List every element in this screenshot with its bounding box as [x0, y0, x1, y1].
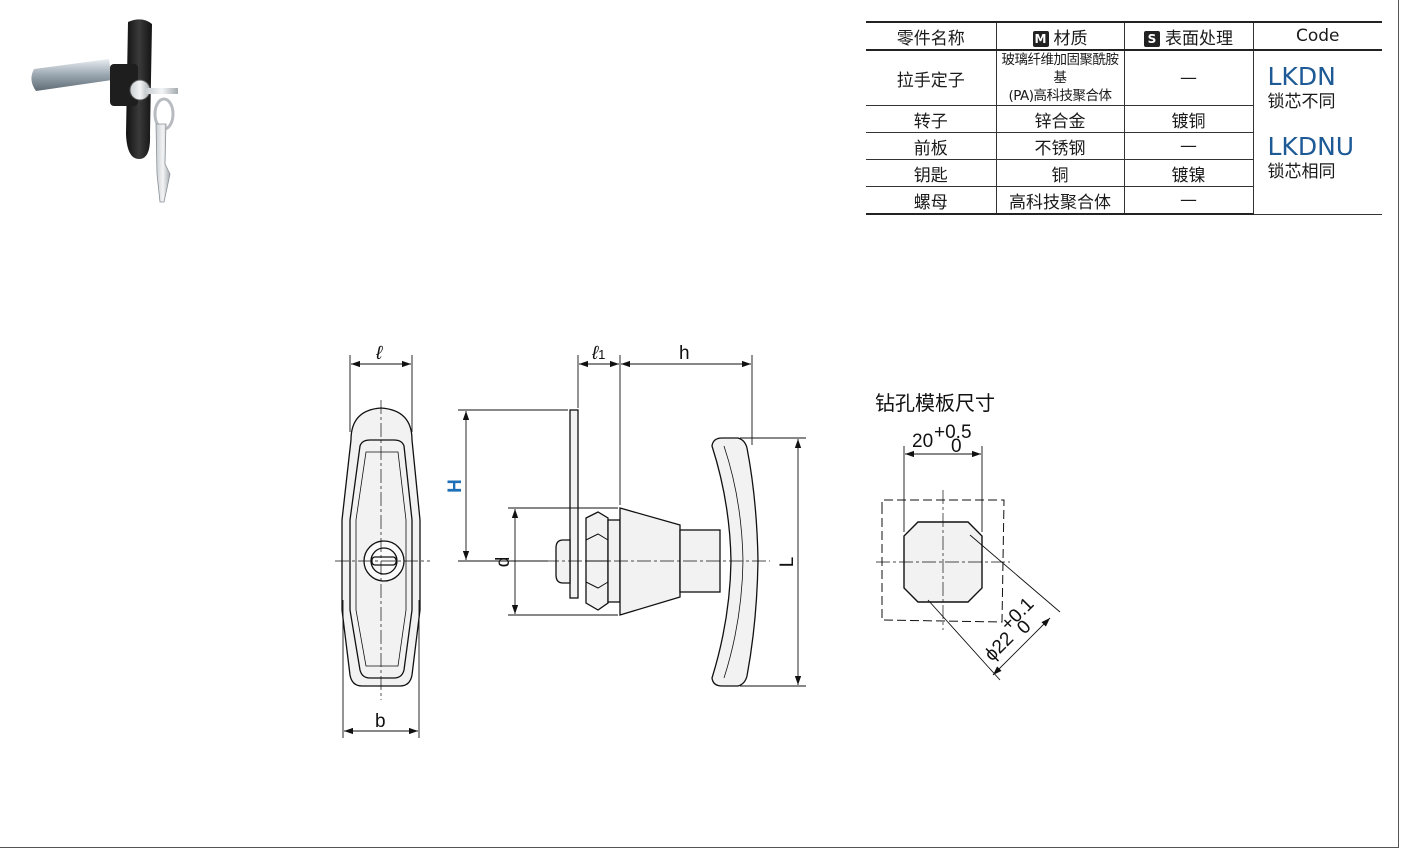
code-value: LKDNU	[1267, 132, 1355, 161]
cam-stud	[555, 539, 571, 584]
code-value: LKDN	[1267, 62, 1336, 91]
side-handle	[711, 437, 759, 687]
dim-l1: ℓ1	[591, 343, 605, 364]
header-material-label: 材质	[1053, 28, 1088, 49]
table-row: 前板 不锈钢 —	[866, 132, 1382, 160]
table-row: 螺母 高科技聚合体 —	[866, 186, 1382, 215]
material-cell: 不锈钢	[995, 132, 1125, 160]
dim-b: b	[375, 711, 386, 732]
part-cell: 钥匙	[866, 159, 997, 187]
tapered-housing	[619, 507, 681, 616]
material-badge: M	[1032, 30, 1049, 47]
spare-key	[155, 123, 171, 203]
material-line: 玻璃纤维加固聚酰胺基	[1001, 52, 1120, 86]
dim-d: d	[493, 557, 514, 568]
lock-collar	[110, 64, 138, 106]
part-cell: 螺母	[866, 186, 997, 215]
front-dimensions	[342, 355, 420, 738]
header-surface-label: 表面处理	[1165, 28, 1233, 49]
dia-ext-2	[927, 599, 1001, 681]
table-row: 转子 锌合金 镀铜	[866, 105, 1382, 133]
code-block: LKDN 锁芯不同	[1268, 63, 1383, 113]
front-plate	[569, 409, 579, 599]
template-title: 钻孔模板尺寸	[875, 391, 995, 415]
header-surface: S 表面处理	[1123, 22, 1254, 51]
code-description: 锁芯相同	[1267, 162, 1336, 182]
product-photo	[31, 19, 178, 203]
material-cell: 高科技聚合体	[995, 186, 1125, 215]
code-block: LKDNU 锁芯相同	[1268, 133, 1383, 183]
code-description: 锁芯不同	[1267, 92, 1336, 112]
template-width-tol-upper: +0.5	[934, 422, 972, 443]
table-row: 拉手定子 玻璃纤维加固聚酰胺基 (PA)高科技聚合体 — LKDN 锁芯不同 L…	[866, 50, 1382, 215]
header-part-name: 零件名称	[866, 22, 997, 51]
part-cell: 前板	[866, 132, 997, 160]
dia-ext-1	[969, 534, 1061, 613]
dim-L: L	[777, 557, 798, 568]
material-cell: 铜	[995, 159, 1125, 187]
drill-template	[876, 446, 1061, 681]
template-width-dim: 20	[912, 431, 933, 452]
key-blade	[146, 88, 178, 94]
dim-H: H	[445, 479, 466, 493]
dia-dim-line	[992, 617, 1051, 676]
material-cell: 锌合金	[995, 105, 1125, 133]
surface-cell: —	[1123, 50, 1254, 106]
template-width-tol-lower: 0	[951, 436, 962, 457]
material-line: (PA)高科技聚合体	[1008, 88, 1112, 104]
surface-cell: —	[1123, 132, 1254, 160]
code-cell: LKDN 锁芯不同 LKDNU 锁芯相同	[1252, 50, 1383, 215]
front-handle-inner2	[355, 451, 407, 667]
surface-badge: S	[1144, 30, 1160, 47]
table-row: 钥匙 铜 镀镍	[866, 159, 1382, 187]
panel-cutout-dashed	[881, 499, 1005, 623]
surface-cell: 镀镍	[1123, 159, 1254, 187]
dim-h: h	[679, 343, 690, 364]
surface-cell: 镀铜	[1123, 105, 1254, 133]
surface-cell: —	[1123, 186, 1254, 215]
dim-l: ℓ	[375, 343, 383, 364]
side-view	[545, 409, 770, 687]
part-cell: 转子	[866, 105, 997, 133]
material-cell: 玻璃纤维加固聚酰胺基 (PA)高科技聚合体	[995, 50, 1125, 106]
front-handle-inner	[349, 439, 413, 679]
header-code: Code	[1252, 22, 1382, 51]
side-dimensions	[458, 355, 806, 687]
front-view	[335, 400, 430, 700]
cam-bar	[31, 59, 112, 91]
